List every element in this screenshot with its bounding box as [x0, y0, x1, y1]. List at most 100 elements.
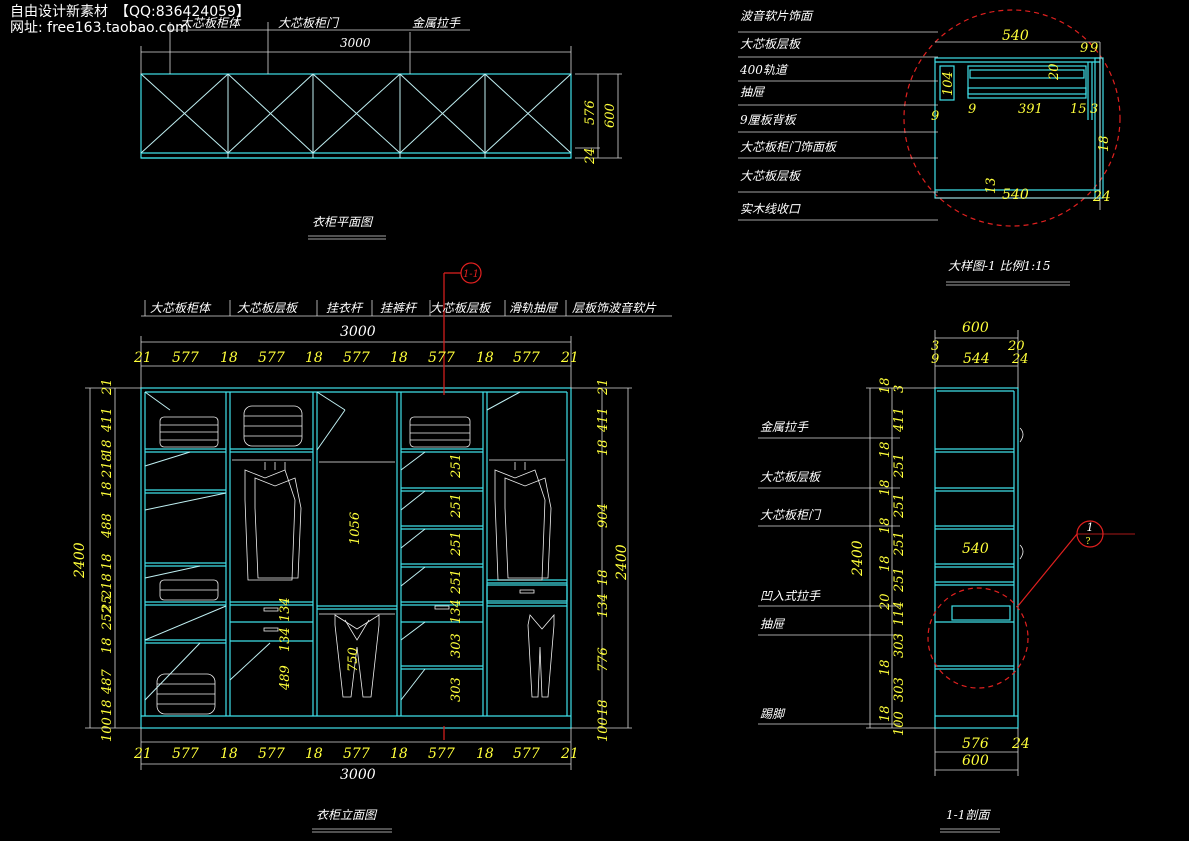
elev-right-dim: 18 — [596, 699, 611, 716]
section-left-dim: 18 — [878, 659, 893, 676]
section-left-dim: 18 — [878, 517, 893, 534]
section-left-dim: 251 — [892, 567, 907, 593]
elev-left-dim: 411 — [100, 407, 115, 433]
section-dim: 9 — [931, 352, 939, 367]
elev-top-dim: 577 — [513, 350, 540, 366]
elev-left-dim: 252 — [100, 605, 115, 631]
elev-bottom-dim: 18 — [476, 746, 494, 762]
hanging-coats-icon — [244, 462, 552, 581]
elev-top-dim: 21 — [133, 350, 152, 366]
plan-outline — [140, 73, 572, 159]
section-dim: 600 — [962, 753, 989, 769]
elev-inner-dim: 251 — [449, 531, 464, 557]
plan-label-cabinet: 大芯板柜体 — [180, 16, 242, 30]
detail-label-2: 400轨道 — [739, 63, 789, 77]
elev-top-dim: 18 — [220, 350, 238, 366]
plan-dim-576: 576 — [583, 100, 598, 125]
detail-dim: 18 — [1097, 135, 1112, 152]
detail-title: 大样图-1 比例1:15 — [948, 259, 1050, 273]
plan-width-total: 3000 — [340, 36, 371, 50]
elev-bottom-dim: 577 — [513, 746, 540, 762]
elev-label-2: 挂衣杆 — [326, 301, 364, 315]
section-left-dim: 18 — [878, 479, 893, 496]
section-left-dim: 251 — [892, 531, 907, 557]
section-left-dim: 251 — [892, 453, 907, 479]
elev-right-dim: 134 — [596, 593, 611, 618]
elev-right-dims: 21 411 18 904 18 134 776 18 100 — [596, 378, 611, 742]
elev-top-dim: 18 — [305, 350, 323, 366]
elev-inner-dim: 750 — [346, 647, 361, 672]
elev-bottom-dim: 577 — [343, 746, 370, 762]
elev-inner-dim: 251 — [449, 493, 464, 519]
detail-dim: 540 — [1002, 187, 1029, 203]
elev-left-dim: 18 — [100, 699, 115, 716]
section-height-total: 2400 — [850, 540, 866, 577]
folded-clothes-icon — [159, 416, 471, 601]
elev-right-dim: 18 — [596, 439, 611, 456]
elev-right-dim: 904 — [596, 503, 611, 528]
detail-label-0: 波音软片饰面 — [740, 9, 814, 23]
plan-dim-600: 600 — [603, 103, 618, 128]
detail-dim: 9 — [931, 109, 939, 124]
section-detail-sub: ? — [1086, 537, 1091, 547]
detail-dim: 104 — [941, 71, 956, 96]
elev-left-dim: 100 — [100, 717, 115, 742]
elev-top-dim: 577 — [343, 350, 370, 366]
section-left-dim: 18 — [878, 705, 893, 722]
watermark-line-2: 网址: free163.taobao.com — [10, 20, 189, 36]
plan-label-door: 大芯板柜门 — [278, 16, 340, 30]
elev-inner-dims: 1056 251 251 251 251 134 303 303 134 134… — [278, 453, 464, 702]
section-label-2: 大芯板柜门 — [760, 508, 822, 522]
detail-dim: 391 — [1018, 102, 1043, 117]
elev-left-dim: 218 — [100, 453, 115, 479]
detail-label-5: 大芯板柜门饰面板 — [740, 140, 838, 154]
section-label-1: 大芯板层板 — [760, 470, 822, 484]
section-label-3: 凹入式拉手 — [760, 589, 821, 603]
section-top-dims: 600 3 20 9 544 24 — [931, 320, 1029, 367]
elev-bottom-dim: 577 — [258, 746, 285, 762]
elev-height-total-left: 2400 — [72, 542, 88, 579]
section-inner-dim: 540 — [962, 541, 989, 557]
section-title: 1-1剖面 — [946, 808, 991, 822]
detail-label-1: 大芯板层板 — [740, 37, 802, 51]
section-left-dim: 18 — [878, 441, 893, 458]
elev-inner-dim: 134 — [449, 599, 464, 624]
elev-inner-dim: 251 — [449, 569, 464, 595]
detail-callout-circle — [903, 9, 1121, 227]
detail-label-4: 9厘板背板 — [740, 113, 798, 127]
towel-stack-icon — [156, 405, 303, 715]
section-left-dim: 251 — [892, 493, 907, 519]
elev-label-6: 层板饰波音软片 — [572, 301, 657, 315]
plan-dim-24: 24 — [583, 147, 598, 165]
section-left-dim: 303 — [892, 677, 907, 702]
section-dim: 24 — [1011, 736, 1030, 752]
section-left-dim: 114 — [892, 601, 907, 626]
section-callout-circle — [927, 587, 1029, 689]
section-marker-1-1: 1-1 — [443, 262, 482, 740]
elevation-partitions — [144, 391, 568, 716]
elev-top-dim: 21 — [560, 350, 579, 366]
section-left-dim: 3 — [892, 385, 907, 393]
elev-height-total-right: 2400 — [614, 544, 630, 581]
section-dim: 24 — [1011, 352, 1029, 367]
elev-inner-dim: 134 — [278, 597, 293, 622]
detail-dim: 9 — [968, 102, 976, 117]
detail-view: 波音软片饰面 大芯板层板 400轨道 抽屉 9厘板背板 大芯板柜门饰面板 大芯板… — [738, 9, 1121, 286]
section-dim: 20 — [1007, 339, 1025, 354]
elev-left-dim: 488 — [100, 513, 115, 539]
elev-top-dims: 21 577 18 577 18 577 18 577 18 577 21 — [133, 350, 579, 366]
section-left-dims: 18 3 411 18 251 18 251 18 251 18 251 20 … — [878, 377, 907, 736]
hanging-pants-icon — [334, 613, 555, 698]
section-dim: 576 — [962, 736, 989, 752]
plan-title: 衣柜平面图 — [312, 215, 374, 229]
elev-left-dim: 218 — [100, 573, 115, 599]
elev-bottom-dim: 577 — [428, 746, 455, 762]
section-label-0: 金属拉手 — [760, 420, 809, 434]
elev-top-dim: 577 — [258, 350, 285, 366]
detail-dim: 20 — [1047, 63, 1062, 81]
elev-bottom-dims: 21 577 18 577 18 577 18 577 18 577 21 — [133, 746, 579, 762]
elev-label-4: 大芯板层板 — [430, 301, 492, 315]
plan-door-panels — [140, 73, 572, 158]
detail-dim: 9 — [1080, 41, 1088, 56]
elev-right-dim: 18 — [596, 569, 611, 586]
